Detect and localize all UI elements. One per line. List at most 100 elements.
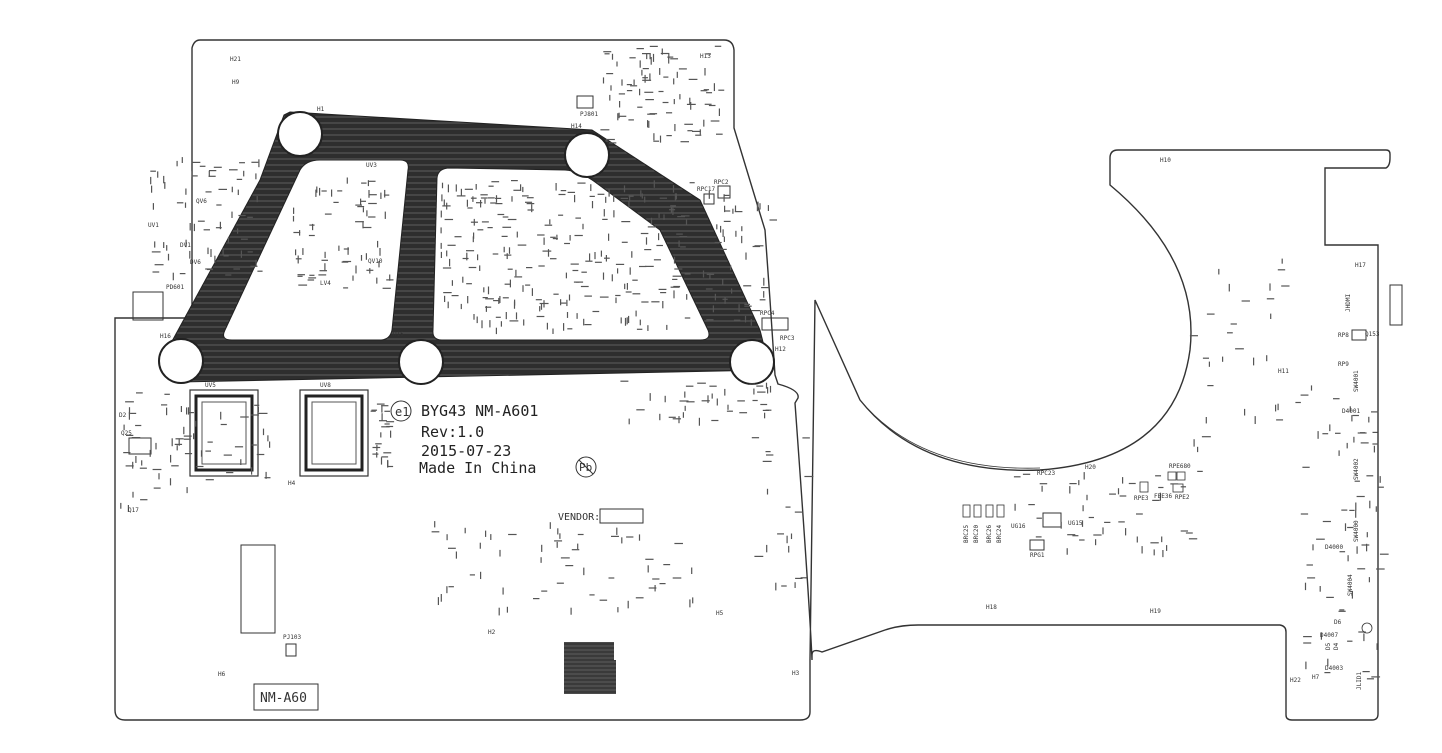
component-speck (672, 577, 682, 579)
component-speck (767, 387, 769, 394)
component-speck (186, 487, 188, 494)
component-speck (1322, 520, 1331, 523)
component-speck (711, 393, 713, 399)
component-speck (1241, 300, 1250, 302)
component-speck (723, 194, 725, 202)
brc-pad-group (962, 504, 1005, 518)
component-speck (658, 90, 664, 93)
component-speck (762, 409, 769, 411)
component-speck (384, 211, 386, 219)
component-speck (1339, 609, 1345, 611)
part-d4: D4 (1333, 642, 1340, 650)
component-speck (626, 536, 634, 538)
component-speck (312, 223, 314, 231)
component-speck (166, 407, 168, 416)
component-speck (309, 274, 315, 276)
component-speck (333, 201, 339, 203)
component-speck (608, 577, 615, 579)
component-speck (152, 203, 154, 210)
part-d4007: D4007 (1320, 632, 1338, 639)
component-speck (605, 255, 607, 262)
component-speck (640, 232, 649, 235)
component-speck (481, 221, 489, 223)
component-speck (183, 435, 192, 437)
component-speck (733, 319, 741, 321)
component-speck (1170, 483, 1179, 485)
component-speck (599, 296, 609, 298)
component-speck (724, 210, 731, 212)
component-speck (1376, 568, 1385, 570)
component-speck (295, 249, 297, 256)
component-speck (472, 236, 474, 243)
component-speck (645, 558, 654, 560)
component-speck (703, 119, 705, 127)
component-speck (541, 590, 548, 592)
component-speck (444, 218, 454, 221)
component-speck (1095, 539, 1097, 546)
component-speck (536, 315, 545, 318)
component-speck (636, 48, 644, 50)
component-speck (543, 237, 545, 245)
component-speck (537, 234, 545, 236)
component-speck (1189, 335, 1198, 337)
hole-h5: H5 (716, 610, 724, 617)
component-speck (502, 297, 509, 299)
component-speck (788, 545, 790, 553)
component-speck (297, 274, 305, 276)
component-speck (1371, 676, 1381, 678)
component-speck (1161, 536, 1163, 543)
component-speck (1378, 486, 1384, 488)
component-speck (381, 405, 383, 413)
component-speck (757, 391, 766, 393)
component-speck (1079, 539, 1085, 541)
component-speck (629, 267, 631, 275)
component-speck (699, 129, 701, 135)
component-speck (507, 218, 517, 221)
component-speck (384, 410, 390, 412)
component-speck (644, 91, 654, 93)
component-speck (723, 236, 725, 242)
component-speck (1356, 495, 1365, 498)
component-speck (487, 227, 493, 229)
component-speck (686, 294, 688, 300)
component-speck (1379, 476, 1381, 483)
component-speck (538, 265, 545, 267)
component-speck (455, 184, 457, 192)
component-speck (505, 312, 507, 320)
component-speck (1180, 530, 1189, 532)
component-speck (150, 170, 156, 172)
component-speck (560, 190, 567, 192)
component-speck (762, 460, 772, 462)
component-speck (1357, 432, 1367, 434)
component-speck (670, 286, 680, 288)
component-speck (1362, 671, 1370, 673)
component-speck (158, 473, 160, 480)
component-speck (609, 94, 611, 101)
component-speck (362, 221, 364, 229)
component-speck (440, 242, 442, 249)
component-speck (663, 76, 669, 78)
component-speck (460, 303, 462, 310)
hole-h17: H17 (1355, 262, 1366, 269)
component-speck (620, 380, 629, 382)
component-speck (449, 258, 451, 267)
component-speck (240, 459, 242, 465)
component-speck (176, 160, 178, 167)
component-speck (316, 186, 318, 193)
component-speck (691, 567, 693, 575)
component-speck (1307, 577, 1316, 579)
component-speck (1088, 516, 1094, 519)
component-speck (659, 135, 662, 143)
component-speck (126, 434, 134, 436)
component-speck (641, 301, 649, 303)
component-speck (554, 540, 563, 542)
component-speck (589, 195, 595, 197)
component-speck (123, 424, 125, 431)
hole-h7: H7 (1312, 674, 1320, 681)
component-speck (495, 327, 497, 335)
component-speck (1136, 536, 1138, 543)
part-sw4001: SW4001 (1353, 370, 1360, 392)
component-speck (632, 279, 638, 281)
component-speck (1319, 586, 1321, 592)
hole-h14: H14 (571, 123, 582, 130)
